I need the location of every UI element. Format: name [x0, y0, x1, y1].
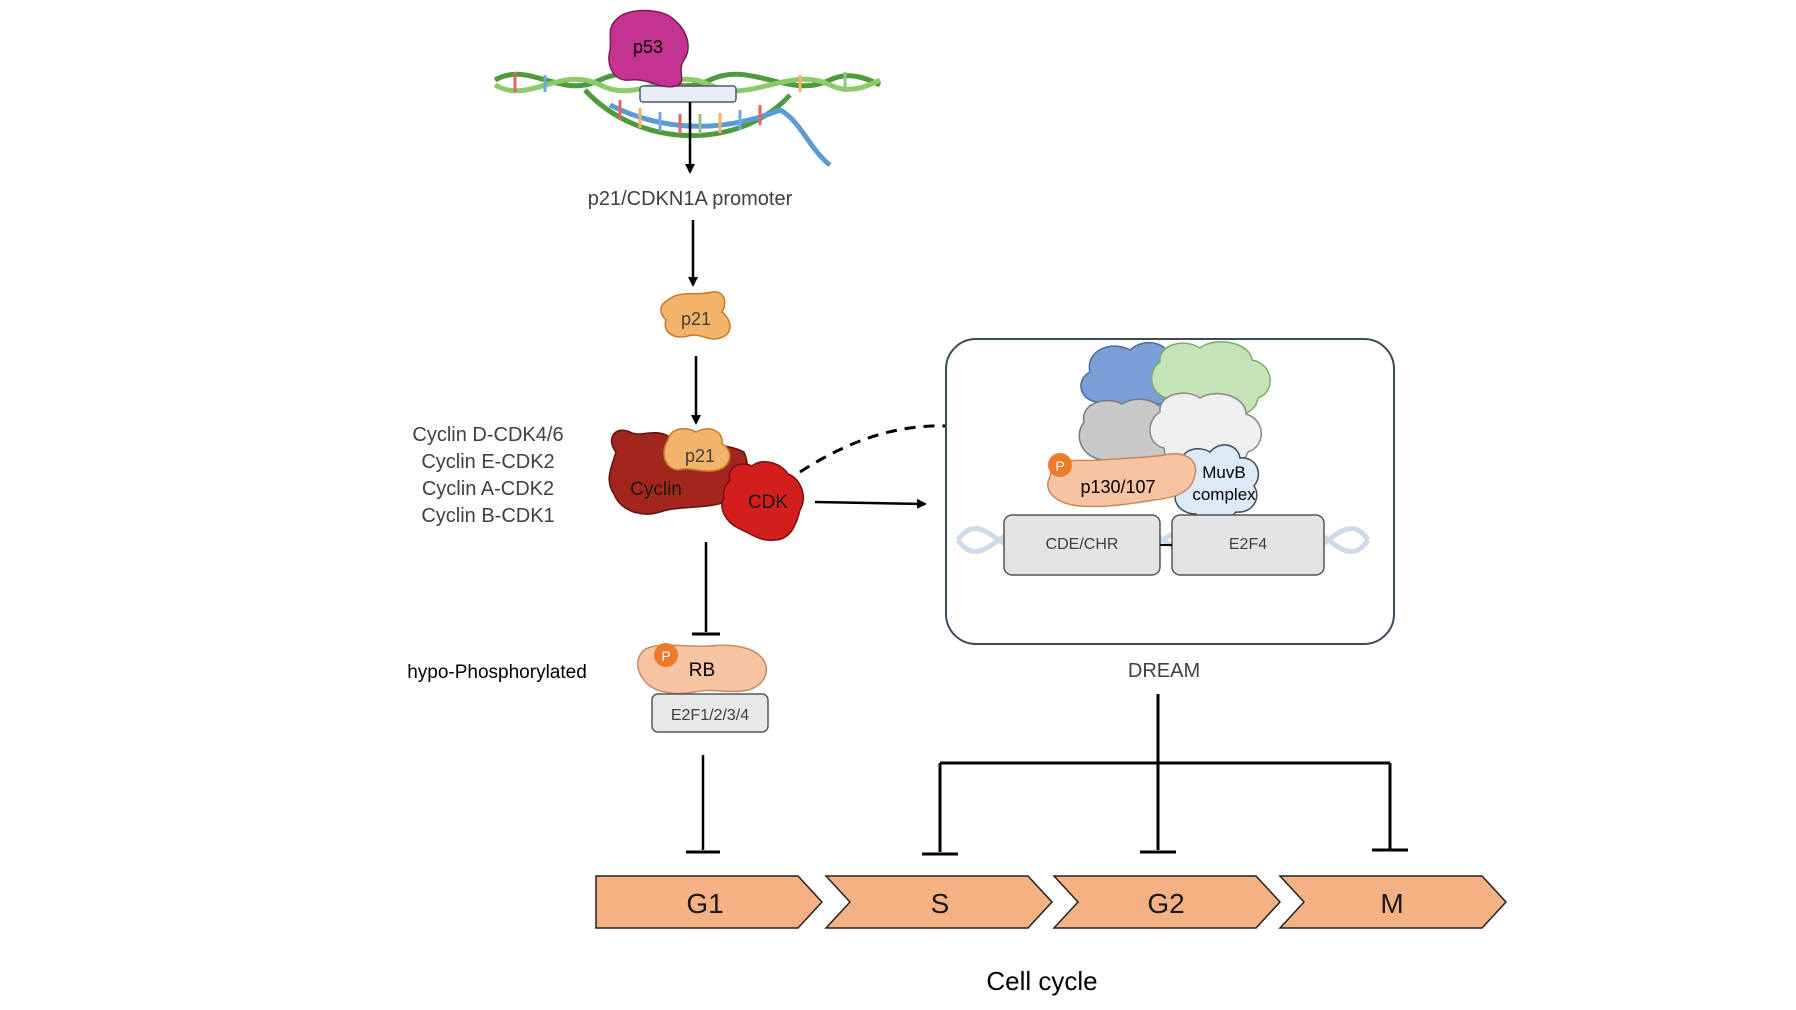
phase-label-g1: G1 [686, 888, 723, 919]
rb-label: RB [689, 660, 715, 681]
p21-label: p21 [681, 309, 711, 329]
dna-helix-top [493, 71, 882, 167]
dream-complex-box: MuvB complex p130/107 P CDE/CHR E2F4 [945, 338, 1395, 645]
e2f-label: E2F1/2/3/4 [671, 707, 749, 724]
cyclin-label: Cyclin [630, 479, 682, 500]
cde-chr-label: CDE/CHR [1046, 536, 1119, 553]
p130-label: p130/107 [1080, 477, 1155, 497]
muvb-label-line2: complex [1192, 485, 1256, 504]
phase-arrow-s [824, 875, 1054, 929]
p53-protein: p53 [608, 9, 689, 88]
phase-arrow-g1 [595, 875, 824, 929]
muvb-label-line1: MuvB [1202, 463, 1245, 482]
dream-label: DREAM [1128, 660, 1200, 682]
rb-phospho-label: P [661, 648, 670, 664]
complex-label-cyclin-a: Cyclin A-CDK2 [422, 478, 554, 500]
rb-e2f-complex: RB E2F1/2/3/4 P [637, 643, 769, 733]
dream-phospho-label: P [1055, 458, 1064, 474]
cell-cycle-label: Cell cycle [986, 966, 1097, 996]
phase-label-s: S [931, 888, 950, 919]
phase-label-g2: G2 [1147, 888, 1184, 919]
p53-label: p53 [633, 37, 663, 57]
e2f4-label: E2F4 [1229, 536, 1267, 553]
p21-protein: p21 [660, 291, 731, 340]
dream-inhibition-bracket [922, 694, 1408, 856]
hypo-phosphorylated-label: hypo-Phosphorylated [407, 662, 587, 683]
phase-arrow-m [1278, 875, 1508, 929]
cdk-label: CDK [748, 492, 788, 513]
complex-label-cyclin-b: Cyclin B-CDK1 [421, 505, 554, 527]
phase-label-m: M [1380, 888, 1403, 919]
p21-bound-label: p21 [685, 446, 715, 466]
complex-label-cyclin-d: Cyclin D-CDK4/6 [412, 424, 563, 446]
complex-label-cyclin-e: Cyclin E-CDK2 [421, 451, 554, 473]
cell-cycle-phases: G1 S G2 M [595, 875, 1508, 929]
promoter-label: p21/CDKN1A promoter [588, 188, 793, 210]
cyclin-cdk-complex: p21 Cyclin CDK [608, 427, 804, 541]
phase-arrow-g2 [1052, 875, 1282, 929]
cdk-to-dream-arrow [814, 498, 927, 509]
